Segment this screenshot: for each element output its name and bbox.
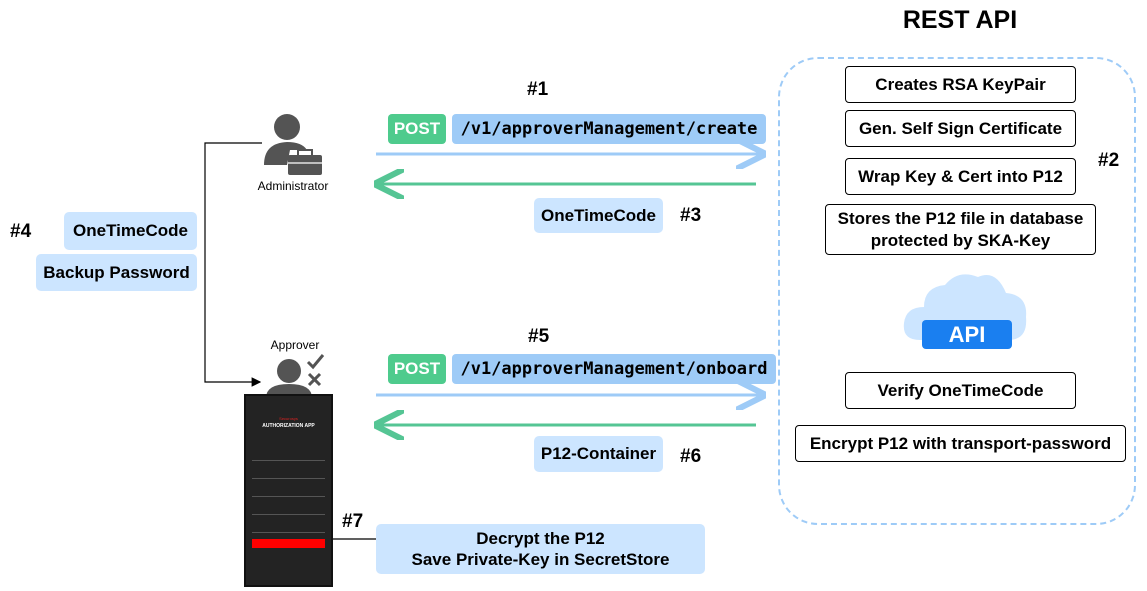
step-verify-otc: Verify OneTimeCode <box>845 372 1076 409</box>
step-encrypt-p12: Encrypt P12 with transport-password <box>795 425 1126 462</box>
approver-icon <box>266 354 325 398</box>
decrypt-save-label: Decrypt the P12 Save Private-Key in Secr… <box>376 524 705 574</box>
step-4: #4 <box>10 221 32 242</box>
step-1: #1 <box>527 79 549 100</box>
otc-response-label: OneTimeCode <box>534 198 663 233</box>
approver-label: Approver <box>270 338 320 352</box>
rest-api-title: REST API <box>902 6 1018 34</box>
step-7: #7 <box>342 511 364 532</box>
phone-form <box>252 443 325 548</box>
phone-brand: Securosys <box>279 416 298 421</box>
step-create-keypair: Creates RSA KeyPair <box>845 66 1076 103</box>
api-badge: API <box>922 320 1012 349</box>
step-3: #3 <box>680 205 702 226</box>
rest-api-container <box>778 57 1136 525</box>
onboard-endpoint: /v1/approverManagement/onboard <box>452 354 776 384</box>
handover-otc: OneTimeCode <box>64 212 197 250</box>
phone-submit-button <box>252 539 325 548</box>
handover-connector <box>204 142 262 387</box>
handover-backup-password: Backup Password <box>36 254 197 291</box>
create-endpoint: /v1/approverManagement/create <box>452 114 766 144</box>
administrator-label: Administrator <box>257 179 329 193</box>
step-self-sign: Gen. Self Sign Certificate <box>845 110 1076 147</box>
step-2: #2 <box>1098 150 1120 171</box>
step-6: #6 <box>680 446 702 467</box>
phone-title: AUTHORIZATION APP <box>262 423 315 429</box>
create-method-badge: POST <box>388 114 446 144</box>
step-wrap-p12: Wrap Key & Cert into P12 <box>845 158 1076 195</box>
step-5: #5 <box>528 326 550 347</box>
onboard-method-badge: POST <box>388 354 446 384</box>
step-store-p12: Stores the P12 file in database protecte… <box>825 204 1096 255</box>
administrator-icon <box>264 114 322 175</box>
p12-response-label: P12-Container <box>534 436 663 472</box>
phone-screenshot: Securosys AUTHORIZATION APP <box>244 394 333 587</box>
